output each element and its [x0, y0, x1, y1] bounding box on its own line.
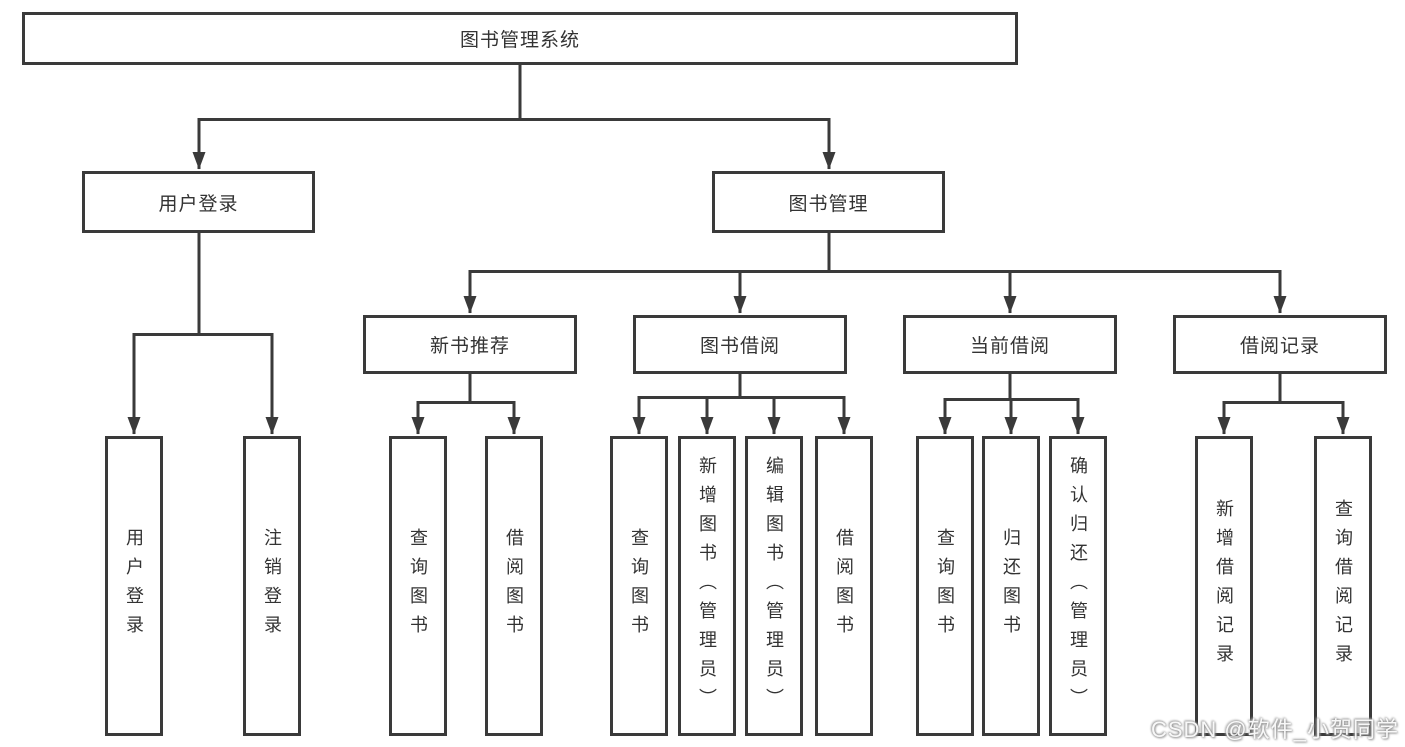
node-label: 用户登录	[158, 193, 239, 215]
node-label: 借阅记录	[1239, 336, 1320, 357]
leaf-query-borrow-record: 查询借阅记录	[1314, 436, 1372, 736]
node-label: 图书借阅	[699, 336, 780, 357]
leaf-return-books: 归还图书	[982, 436, 1040, 736]
node-user-login-branch: 用户登录	[82, 171, 315, 233]
node-label: 确认归还（管理员）	[1068, 455, 1088, 717]
node-borrow-records: 借阅记录	[1173, 315, 1387, 374]
node-label: 图书管理系统	[459, 30, 580, 51]
node-label: 新增借阅记录	[1214, 499, 1234, 673]
node-label: 借阅图书	[834, 528, 854, 644]
node-label: 查询图书	[408, 528, 428, 644]
connector-current-to-leaves	[938, 374, 1085, 435]
node-book-borrowing: 图书借阅	[633, 315, 847, 374]
node-label: 查询图书	[935, 528, 955, 644]
connector-record-to-leaves	[1217, 374, 1350, 435]
leaf-borrow-books: 借阅图书	[815, 436, 873, 736]
node-label: 查询图书	[629, 528, 649, 644]
node-library-system: 图书管理系统	[22, 12, 1018, 65]
leaf-query-books: 查询图书	[389, 436, 447, 736]
leaf-edit-books-admin: 编辑图书（管理员）	[745, 436, 803, 736]
node-book-management-branch: 图书管理	[712, 171, 945, 233]
node-label: 借阅图书	[504, 528, 524, 644]
leaf-user-login: 用户登录	[105, 436, 163, 736]
node-label: 编辑图书（管理员）	[764, 455, 784, 717]
node-label: 图书管理	[788, 193, 869, 215]
connector-borrow-to-leaves	[632, 374, 851, 435]
connector-mgmt-to-level3	[463, 233, 1287, 314]
leaf-add-borrow-record: 新增借阅记录	[1195, 436, 1253, 736]
node-label: 查询借阅记录	[1333, 499, 1353, 673]
node-new-book-recommend: 新书推荐	[363, 315, 577, 374]
connector-login-to-leaves	[127, 233, 279, 435]
leaf-confirm-return-admin: 确认归还（管理员）	[1049, 436, 1107, 736]
node-label: 归还图书	[1001, 528, 1021, 644]
node-label: 新书推荐	[429, 336, 510, 357]
leaf-borrow-books: 借阅图书	[485, 436, 543, 736]
connector-newbook-to-leaves	[411, 374, 521, 435]
node-current-borrowing: 当前借阅	[903, 315, 1117, 374]
leaf-add-books-admin: 新增图书（管理员）	[678, 436, 736, 736]
node-label: 当前借阅	[969, 336, 1050, 357]
leaf-logout: 注销登录	[243, 436, 301, 736]
node-label: 注销登录	[262, 528, 282, 644]
leaf-query-books: 查询图书	[916, 436, 974, 736]
leaf-query-books: 查询图书	[610, 436, 668, 736]
connector-root-to-level2	[192, 65, 836, 170]
node-label: 新增图书（管理员）	[697, 455, 717, 717]
node-label: 用户登录	[124, 528, 144, 644]
